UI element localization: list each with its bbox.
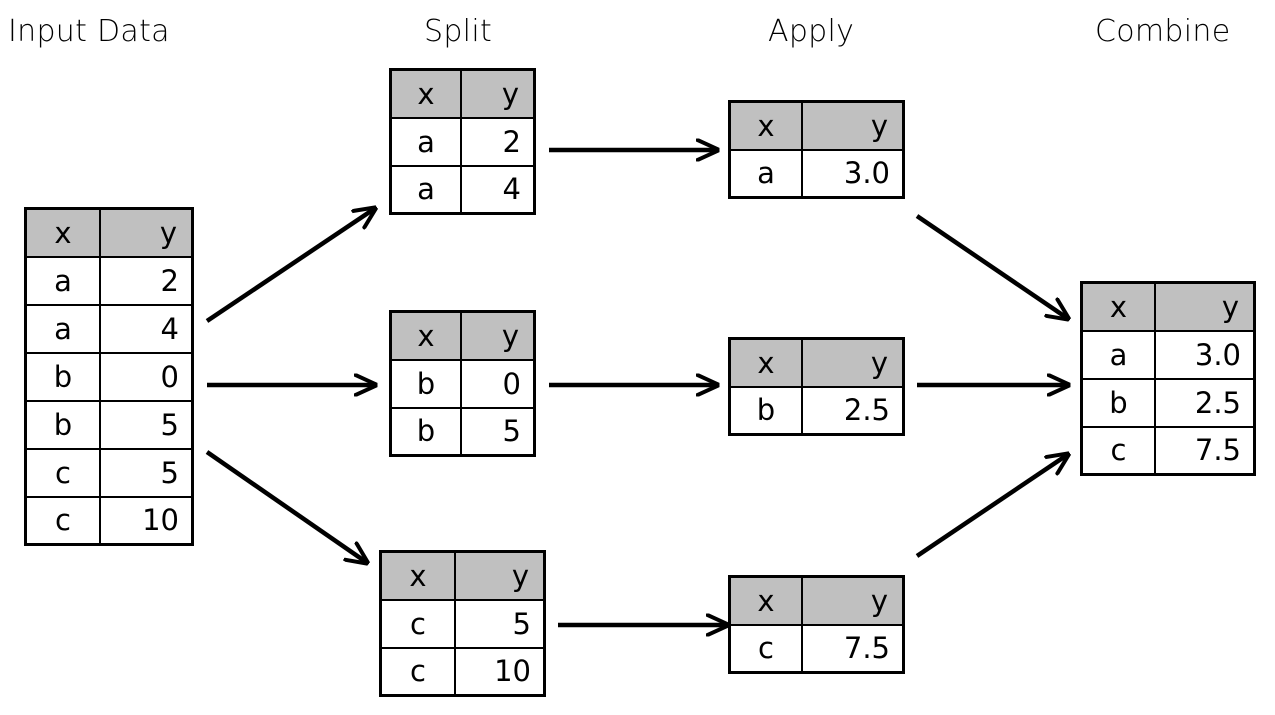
table-header-row: x y: [728, 337, 905, 388]
table-row: a 2: [389, 116, 536, 167]
cell-y: 5: [453, 598, 546, 649]
table-header-row: x y: [24, 207, 194, 258]
cell-y: 5: [459, 406, 536, 457]
table-row: b 2.5: [728, 385, 905, 436]
cell-x: a: [24, 255, 101, 306]
cell-y: 7.5: [1153, 425, 1256, 476]
table-header-row: x y: [728, 575, 905, 626]
cell-y: 2.5: [1153, 377, 1256, 428]
arrow-apply-c-to-combine: [915, 455, 1067, 558]
table-row: c 5: [24, 447, 194, 498]
cell-x: a: [1080, 329, 1156, 380]
table-row: a 4: [389, 164, 536, 215]
table-row: a 4: [24, 303, 194, 354]
split-group-c-table: x y c 5 c 10: [379, 550, 546, 697]
cell-y: 0: [98, 351, 194, 402]
combined-result-table: x y a 3.0 b 2.5 c 7.5: [1080, 281, 1256, 476]
table-row: b 0: [389, 358, 536, 409]
arrow-apply-a-to-combine: [915, 214, 1067, 318]
split-group-b-table: x y b 0 b 5: [389, 310, 536, 457]
cell-x: b: [389, 406, 462, 457]
cell-x: a: [24, 303, 101, 354]
cell-x: c: [728, 623, 803, 674]
stage-title-split: Split: [424, 14, 493, 49]
cell-y: 4: [459, 164, 536, 215]
arrow-input-to-split-a: [205, 209, 374, 323]
cell-x: a: [389, 116, 462, 167]
cell-x: a: [389, 164, 462, 215]
stage-title-input-data: Input Data: [8, 14, 170, 49]
column-header-x: x: [379, 550, 456, 601]
column-header-x: x: [24, 207, 101, 258]
column-header-x: x: [728, 575, 803, 626]
table-row: c 10: [379, 646, 546, 697]
table-row: c 5: [379, 598, 546, 649]
cell-y: 3.0: [1153, 329, 1256, 380]
stage-title-apply: Apply: [768, 14, 855, 49]
cell-x: c: [379, 598, 456, 649]
column-header-y: y: [459, 310, 536, 361]
column-header-x: x: [728, 337, 803, 388]
cell-x: c: [379, 646, 456, 697]
cell-x: a: [728, 148, 803, 199]
cell-x: c: [24, 447, 101, 498]
column-header-x: x: [1080, 281, 1156, 332]
table-row: b 0: [24, 351, 194, 402]
table-row: a 3.0: [1080, 329, 1256, 380]
column-header-x: x: [389, 68, 462, 119]
cell-y: 10: [98, 495, 194, 546]
cell-x: b: [728, 385, 803, 436]
column-header-x: x: [728, 100, 803, 151]
table-row: b 5: [24, 399, 194, 450]
table-row: c 7.5: [728, 623, 905, 674]
table-header-row: x y: [389, 68, 536, 119]
cell-y: 5: [98, 399, 194, 450]
apply-group-a-table: x y a 3.0: [728, 100, 905, 199]
column-header-y: y: [800, 337, 905, 388]
column-header-y: y: [453, 550, 546, 601]
table-header-row: x y: [728, 100, 905, 151]
cell-y: 4: [98, 303, 194, 354]
table-header-row: x y: [1080, 281, 1256, 332]
cell-x: c: [1080, 425, 1156, 476]
split-group-a-table: x y a 2 a 4: [389, 68, 536, 215]
column-header-y: y: [98, 207, 194, 258]
arrow-input-to-split-c: [205, 450, 366, 562]
cell-y: 5: [98, 447, 194, 498]
cell-y: 2: [98, 255, 194, 306]
table-row: a 3.0: [728, 148, 905, 199]
table-row: b 2.5: [1080, 377, 1256, 428]
cell-x: b: [389, 358, 462, 409]
table-row: a 2: [24, 255, 194, 306]
table-row: c 10: [24, 495, 194, 546]
stage-title-combine: Combine: [1095, 14, 1231, 49]
apply-group-b-table: x y b 2.5: [728, 337, 905, 436]
table-row: b 5: [389, 406, 536, 457]
cell-x: b: [24, 399, 101, 450]
cell-y: 0: [459, 358, 536, 409]
apply-group-c-table: x y c 7.5: [728, 575, 905, 674]
input-data-table: x y a 2 a 4 b 0 b 5 c 5: [24, 207, 194, 546]
column-header-y: y: [459, 68, 536, 119]
table-row: c 7.5: [1080, 425, 1256, 476]
column-header-y: y: [800, 100, 905, 151]
cell-x: c: [24, 495, 101, 546]
cell-y: 2: [459, 116, 536, 167]
column-header-y: y: [1153, 281, 1256, 332]
column-header-y: y: [800, 575, 905, 626]
cell-y: 10: [453, 646, 546, 697]
cell-y: 3.0: [800, 148, 905, 199]
cell-y: 2.5: [800, 385, 905, 436]
table-header-row: x y: [389, 310, 536, 361]
table-header-row: x y: [379, 550, 546, 601]
cell-y: 7.5: [800, 623, 905, 674]
column-header-x: x: [389, 310, 462, 361]
cell-x: b: [1080, 377, 1156, 428]
cell-x: b: [24, 351, 101, 402]
